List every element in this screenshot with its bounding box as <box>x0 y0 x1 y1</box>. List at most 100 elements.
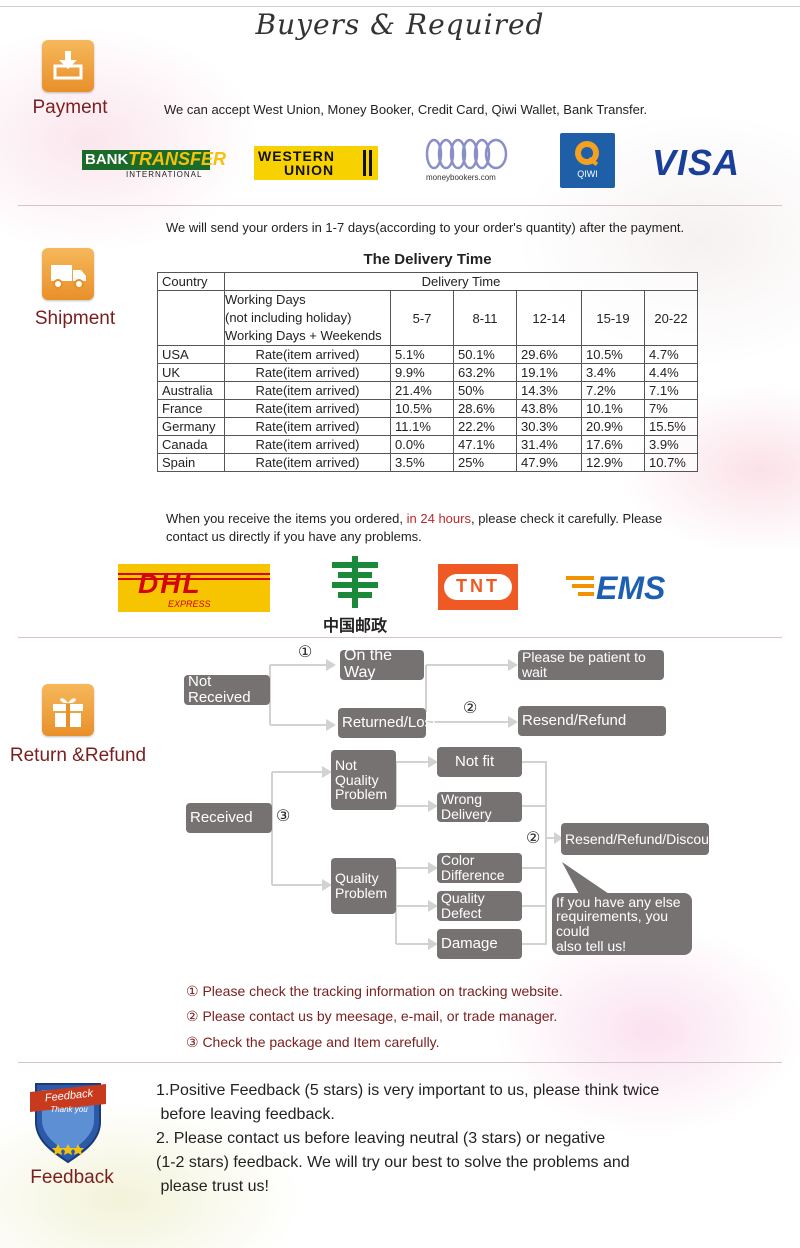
value-cell: 4.7% <box>644 345 698 364</box>
ems-text: EMS <box>596 570 666 606</box>
value-cell: 28.6% <box>453 399 517 418</box>
marker-2b: ② <box>526 830 541 847</box>
country-cell: Spain <box>157 453 225 472</box>
range-header: 20-22 <box>644 290 698 346</box>
bank-transfer-text-b: TRANSFER <box>128 149 226 169</box>
returned-lost-node: Returned/Lost <box>338 708 436 738</box>
ems-logo: EMS <box>566 570 676 610</box>
value-cell: 5.1% <box>390 345 454 364</box>
shipment-label: Shipment <box>34 308 116 329</box>
value-cell: 63.2% <box>453 363 517 382</box>
marker-3: ③ <box>276 808 291 825</box>
qiwi-logo: QIWI <box>560 133 615 188</box>
value-cell: 3.4% <box>581 363 645 382</box>
range-header: 5-7 <box>390 290 454 346</box>
separator-2 <box>18 637 782 638</box>
value-cell: 25% <box>453 453 517 472</box>
value-cell: 30.3% <box>516 417 582 436</box>
value-cell: 19.1% <box>516 363 582 382</box>
country-cell: Germany <box>157 417 225 436</box>
not-quality-problem-node: Not Quality Problem <box>331 750 396 810</box>
dhl-text: DHL <box>138 568 202 599</box>
value-cell: 22.2% <box>453 417 517 436</box>
western-union-logo: WESTERN UNION <box>254 146 378 180</box>
rate-cell: Rate(item arrived) <box>224 417 391 436</box>
rate-cell: Rate(item arrived) <box>224 453 391 472</box>
received-node: Received <box>186 803 272 833</box>
value-cell: 12.9% <box>581 453 645 472</box>
moneybookers-logo: moneybookers.com <box>420 137 515 185</box>
country-cell: Canada <box>157 435 225 454</box>
qiwi-text: QIWI <box>577 169 598 179</box>
range-header: 8-11 <box>453 290 517 346</box>
return-note-2: ② Please contact us by meesage, e-mail, … <box>186 1008 558 1024</box>
gift-icon <box>42 684 94 736</box>
patient-node: Please be patient to wait <box>518 650 664 680</box>
badge-text-2: Thank you <box>50 1105 88 1114</box>
delivery-table-title: The Delivery Time <box>363 251 492 268</box>
feedback-line-2: before leaving feedback. <box>156 1106 335 1123</box>
value-cell: 10.7% <box>644 453 698 472</box>
return-note-3: ③ Check the package and Item carefully. <box>186 1034 440 1050</box>
payment-label: Payment <box>32 97 108 118</box>
rate-cell: Rate(item arrived) <box>224 435 391 454</box>
on-the-way-node: On the Way <box>340 647 424 681</box>
bank-transfer-logo: BANK TRANSFER INTERNATIONAL <box>82 148 226 182</box>
quality-problem-node: Quality Problem <box>331 858 396 914</box>
separator-1 <box>18 205 782 206</box>
feedback-label: Feedback <box>30 1167 114 1188</box>
moneybookers-text: moneybookers.com <box>426 173 496 182</box>
not-fit-node: Not fit <box>437 747 522 777</box>
china-post-logo: 中国邮政 <box>310 556 400 635</box>
value-cell: 7% <box>644 399 698 418</box>
top-border <box>0 6 800 7</box>
marker-2: ② <box>463 700 478 717</box>
working-days-header: Working Days (not including holiday) Wor… <box>224 290 391 346</box>
download-icon <box>42 40 94 92</box>
marker-1: ① <box>298 644 313 661</box>
feedback-badge-icon: Feedback Thank you <box>28 1078 108 1164</box>
value-cell: 20.9% <box>581 417 645 436</box>
bank-transfer-text-c: INTERNATIONAL <box>126 170 203 179</box>
resend-refund-node: Resend/Refund <box>518 706 666 736</box>
china-post-text: 中国邮政 <box>322 618 387 635</box>
tnt-logo: TNT <box>438 564 518 610</box>
truck-icon <box>42 248 94 300</box>
value-cell: 3.5% <box>390 453 454 472</box>
visa-logo: VISA <box>652 142 741 183</box>
return-refund-label: Return &Refund <box>9 745 147 766</box>
value-cell: 10.5% <box>581 345 645 364</box>
feedback-line-3: 2. Please contact us before leaving neut… <box>156 1130 606 1147</box>
value-cell: 0.0% <box>390 435 454 454</box>
separator-3 <box>18 1062 782 1063</box>
receive-note-highlight: in 24 hours <box>406 511 471 526</box>
not-received-node: Not Received <box>184 674 270 705</box>
value-cell: 50.1% <box>453 345 517 364</box>
quality-defect-node: Quality Defect <box>437 891 522 921</box>
dhl-sub-text: EXPRESS <box>168 599 211 609</box>
dhl-logo: DHL EXPRESS <box>118 564 270 612</box>
feedback-line-4: (1-2 stars) feedback. We will try our be… <box>156 1154 630 1171</box>
page-title: Buyers & Required <box>255 8 545 41</box>
value-cell: 50% <box>453 381 517 400</box>
payment-text: We can accept West Union, Money Booker, … <box>164 102 648 117</box>
shipment-intro: We will send your orders in 1-7 days(acc… <box>166 220 685 235</box>
delivery-table: Country Delivery Time Working Days (not … <box>157 272 698 472</box>
receive-note: When you receive the items you ordered, … <box>166 511 663 544</box>
western-union-text-b: UNION <box>284 162 335 178</box>
return-note-1: ① Please check the tracking information … <box>186 983 563 999</box>
value-cell: 17.6% <box>581 435 645 454</box>
value-cell: 29.6% <box>516 345 582 364</box>
resend-refund-discount-node: Resend/Refund/Discount <box>561 823 721 855</box>
requirements-bubble: If you have any else requirements, you c… <box>552 893 692 955</box>
color-difference-node: Color Difference <box>437 853 522 883</box>
bank-transfer-text-a: BANK <box>85 151 129 168</box>
